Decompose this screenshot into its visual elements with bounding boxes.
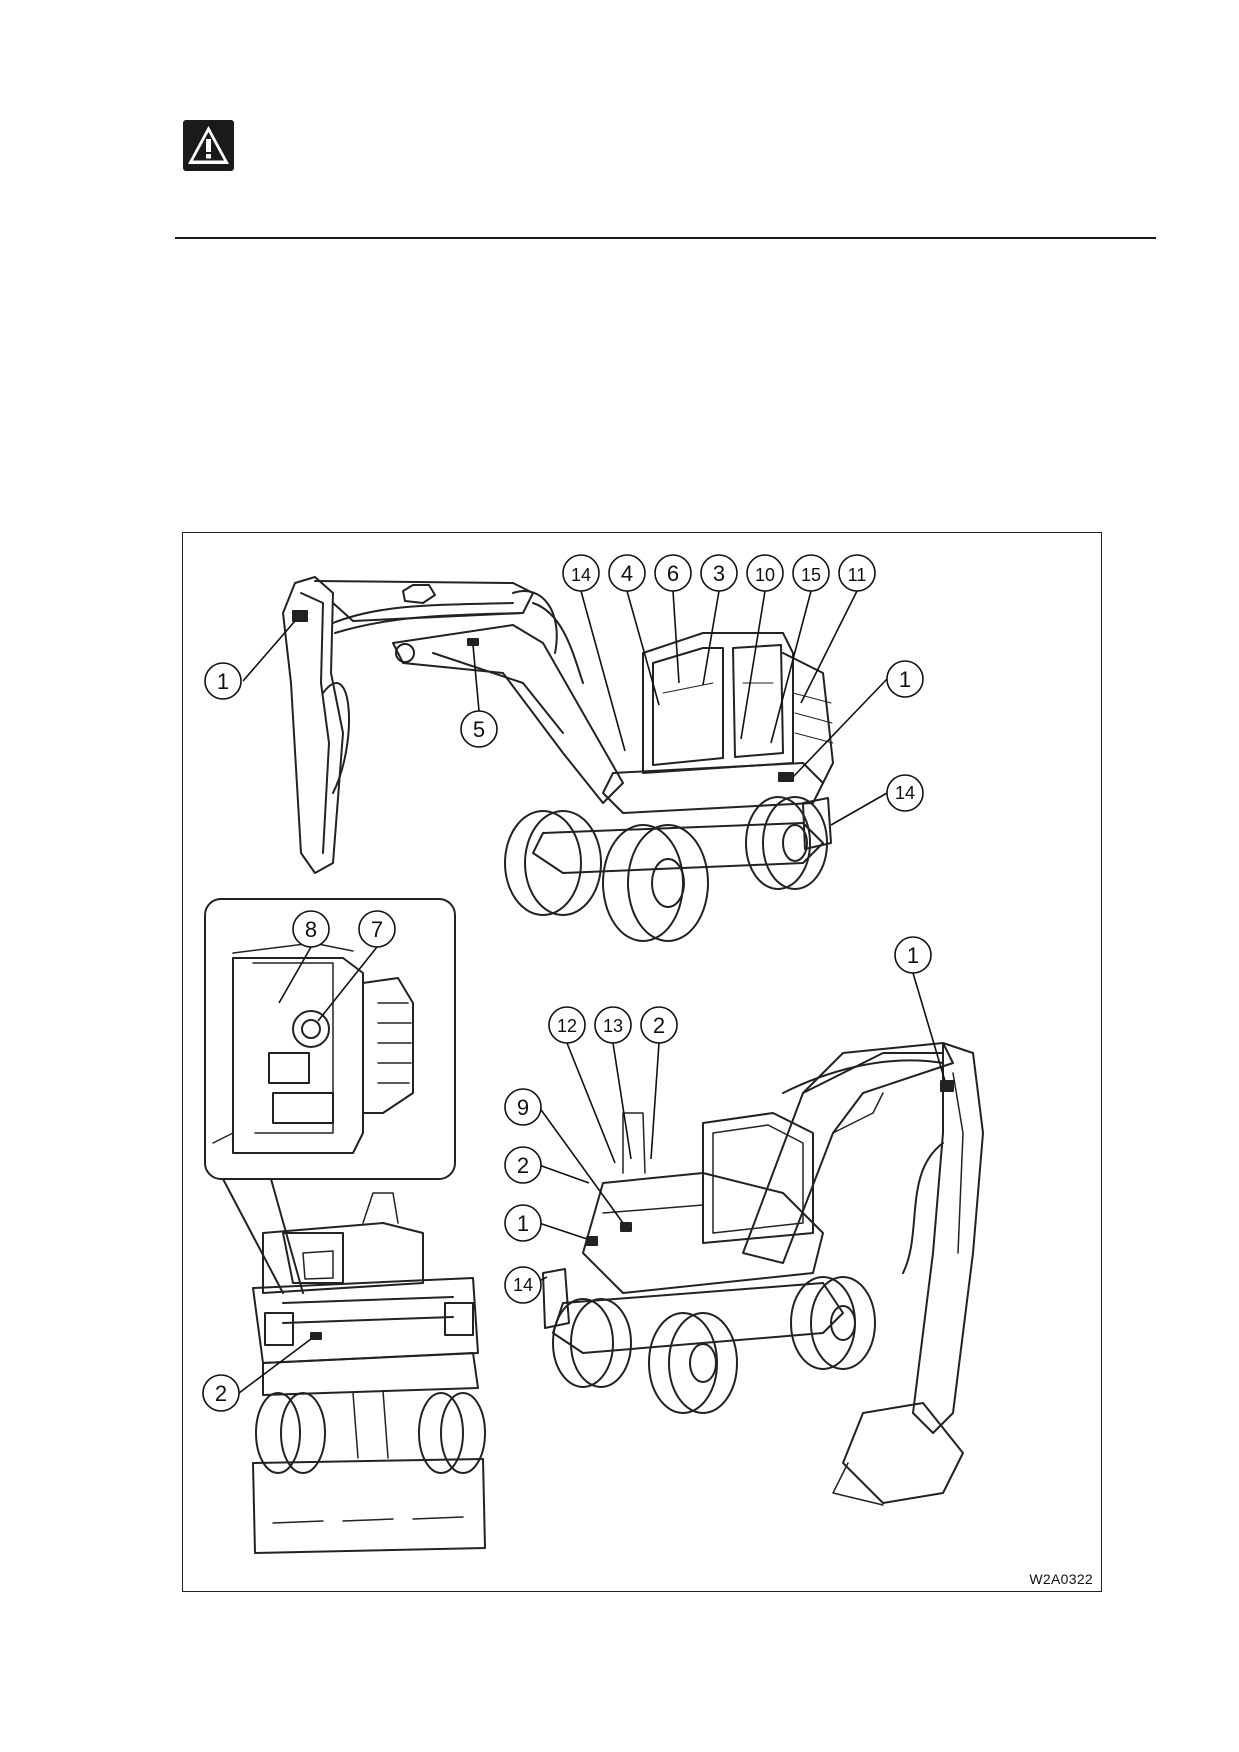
callout-14: 14 (571, 565, 591, 585)
callout-11: 11 (848, 565, 867, 585)
callout-6: 6 (667, 561, 679, 586)
callout-1: 1 (907, 943, 919, 968)
callout-13: 13 (603, 1016, 623, 1036)
callout-14: 14 (895, 783, 915, 803)
figure-frame: 1 14 4 6 3 10 15 11 1 5 14 8 7 2 1 12 13… (182, 532, 1102, 1592)
callout-12: 12 (557, 1016, 577, 1036)
callout-8: 8 (305, 917, 317, 942)
callout-4: 4 (621, 561, 633, 586)
callout-1: 1 (517, 1211, 529, 1236)
callout-2: 2 (653, 1013, 665, 1038)
callout-2: 2 (215, 1381, 227, 1406)
callout-1: 1 (217, 669, 229, 694)
callout-5: 5 (473, 717, 485, 742)
callout-2: 2 (517, 1153, 529, 1178)
figure-code: W2A0322 (1029, 1571, 1093, 1587)
callout-9: 9 (517, 1095, 529, 1120)
excavator-illustration: 1 14 4 6 3 10 15 11 1 5 14 8 7 2 1 12 13… (202, 554, 984, 1554)
warning-triangle-icon (183, 120, 234, 171)
callout-14: 14 (513, 1275, 533, 1295)
callout-10: 10 (755, 565, 775, 585)
callout-1: 1 (899, 667, 911, 692)
callout-3: 3 (713, 561, 725, 586)
header-divider (175, 237, 1156, 239)
callout-7: 7 (371, 917, 383, 942)
callout-15: 15 (801, 565, 821, 585)
